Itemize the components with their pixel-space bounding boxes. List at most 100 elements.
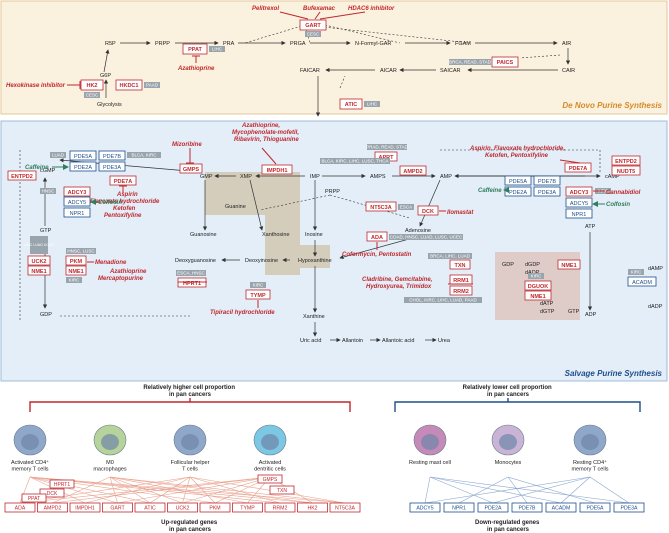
up-gene-ampd2[interactable]: AMPD2 <box>37 502 68 513</box>
gene-label: PKM <box>209 506 220 512</box>
enzyme-npr1-right[interactable] <box>565 208 593 219</box>
enzyme-nme1-right[interactable] <box>557 259 581 270</box>
enzyme-atic[interactable] <box>339 98 363 110</box>
enzyme-adcy3-right[interactable] <box>565 186 593 197</box>
enzyme-impdh1-label: IMPDH1 <box>267 168 288 174</box>
enzyme-tymp[interactable] <box>245 289 271 300</box>
enzyme-acadm[interactable] <box>627 276 657 287</box>
down-gene-pde5a[interactable]: PDE5A <box>579 502 611 513</box>
enzyme-rrm2[interactable] <box>449 285 473 296</box>
enzyme-entpd2-right[interactable] <box>611 155 641 166</box>
enzyme-ampd2-label: AMPD2 <box>403 169 422 175</box>
tag-acadm-label: KIRC <box>631 270 643 275</box>
metabolite-gdp-right: GDP <box>502 262 514 268</box>
down-link <box>424 476 431 504</box>
up-gene-hprt1[interactable]: HPRT1 <box>49 479 75 489</box>
enzyme-pde7b-label: PDE7B <box>103 154 121 160</box>
right-header: Relatively lower cell proportion in pan … <box>463 385 554 398</box>
up-gene-rrm2[interactable]: RRM2 <box>264 502 296 513</box>
up-gene-nt5c3a[interactable]: NT5C3A <box>329 502 361 513</box>
up-gene-impdh1[interactable]: IMPDH1 <box>69 502 101 513</box>
enzyme-nme1-right2[interactable] <box>524 290 552 301</box>
enzyme-uck2-label: UCK2 <box>32 259 47 265</box>
down-gene-adcy5[interactable]: ADCY5 <box>409 502 441 513</box>
enzyme-npr1-right-label: NPR1 <box>572 212 587 218</box>
up-gene-gmps[interactable]: GMPS <box>257 474 283 484</box>
enzyme-pde7b-right[interactable] <box>533 175 561 186</box>
up-link <box>19 476 271 504</box>
enzyme-impdh1[interactable] <box>261 164 293 175</box>
enzyme-pde5a-right[interactable] <box>504 175 532 186</box>
enzyme-pde7a[interactable] <box>109 175 137 186</box>
tag-hprt-label: ESCA, HNSC <box>177 271 205 276</box>
enzyme-gart[interactable] <box>299 19 327 31</box>
enzyme-npr1[interactable] <box>63 207 91 218</box>
enzyme-pde2a[interactable] <box>69 161 97 172</box>
tag-impdh <box>320 158 390 164</box>
enzyme-gmps[interactable] <box>179 163 203 174</box>
metabolite-aicar: AICAR <box>380 68 397 74</box>
down-gene-pde2a[interactable]: PDE2A <box>477 502 509 513</box>
enzyme-hk2[interactable] <box>80 79 104 91</box>
enzyme-pkm[interactable] <box>65 255 87 266</box>
enzyme-pde7b[interactable] <box>98 150 126 161</box>
enzyme-hkdc1[interactable] <box>115 79 143 91</box>
up-gene-tymp[interactable]: TYMP <box>232 502 263 513</box>
up-gene-pkm[interactable]: PKM <box>199 502 231 513</box>
up-gene-uck2[interactable]: UCK2 <box>167 502 198 513</box>
enzyme-adcy3[interactable] <box>63 186 91 197</box>
enzyme-nudt5[interactable] <box>611 165 641 176</box>
up-gene-txn[interactable]: TXN <box>269 485 295 495</box>
drug-coformycin: Coformycin, Pentostatin <box>342 252 412 258</box>
metabolite-saicar: SAICAR <box>440 68 461 74</box>
enzyme-nme1-left[interactable] <box>27 265 51 276</box>
enzyme-pde5a-label: PDE5A <box>74 154 92 160</box>
up-gene-dck[interactable]: DCK <box>39 488 65 498</box>
up-gene-atic[interactable]: ATIC <box>134 502 166 513</box>
down-gene-acadm[interactable]: ACADM <box>545 502 577 513</box>
enzyme-pde3a[interactable] <box>98 161 126 172</box>
tag-hnsc <box>40 188 56 194</box>
cell-nucleus-icon <box>261 434 279 450</box>
enzyme-nme1-left-label: NME1 <box>31 269 46 275</box>
tag-nme1-right <box>528 273 544 279</box>
enzyme-nt5c3a[interactable] <box>365 201 397 212</box>
metabolite-air: AIR <box>562 41 571 47</box>
enzyme-nme1-mid[interactable] <box>65 265 87 276</box>
enzyme-pde3a-right[interactable] <box>533 186 561 197</box>
gene-label: PDE2A <box>484 506 502 512</box>
up-gene-ada[interactable]: ADA <box>4 502 36 513</box>
down-gene-pde3a[interactable]: PDE3A <box>613 502 645 513</box>
enzyme-uck2[interactable] <box>27 255 51 266</box>
enzyme-ampd2[interactable] <box>399 165 427 176</box>
enzyme-ppat[interactable] <box>182 43 208 55</box>
drug-pelitrexol: Pelitrexol <box>252 6 279 12</box>
metabolite-gtp: GTP <box>40 228 52 234</box>
metabolite-g6p: G6P <box>100 73 111 79</box>
down-gene-npr1[interactable]: NPR1 <box>443 502 475 513</box>
up-gene-gart[interactable]: GART <box>102 502 133 513</box>
enzyme-dck[interactable] <box>417 205 439 216</box>
up-gene-ppat[interactable]: PPAT <box>21 493 47 503</box>
enzyme-txn[interactable] <box>449 259 471 270</box>
tag-txn <box>428 253 472 259</box>
gene-label: IMPDH1 <box>75 506 95 512</box>
enzyme-paics[interactable] <box>491 56 519 68</box>
tag-lihc-ppat-label: LIHC <box>212 47 223 52</box>
enzyme-ada[interactable] <box>366 231 388 242</box>
enzyme-entpd2[interactable] <box>7 170 37 181</box>
down-gene-pde7b[interactable]: PDE7B <box>511 502 543 513</box>
enzyme-pde5a[interactable] <box>69 150 97 161</box>
tag-pkm <box>66 248 96 254</box>
cell-nucleus-icon <box>101 434 119 450</box>
up-link <box>182 476 271 504</box>
enzyme-dguok[interactable] <box>524 280 552 291</box>
enzyme-entpd2-label: ENTPD2 <box>11 174 33 180</box>
up-gene-hk2[interactable]: HK2 <box>297 502 328 513</box>
metabolite-datp: dATP <box>540 301 554 307</box>
metabolite-prga: PRGA <box>290 41 306 47</box>
